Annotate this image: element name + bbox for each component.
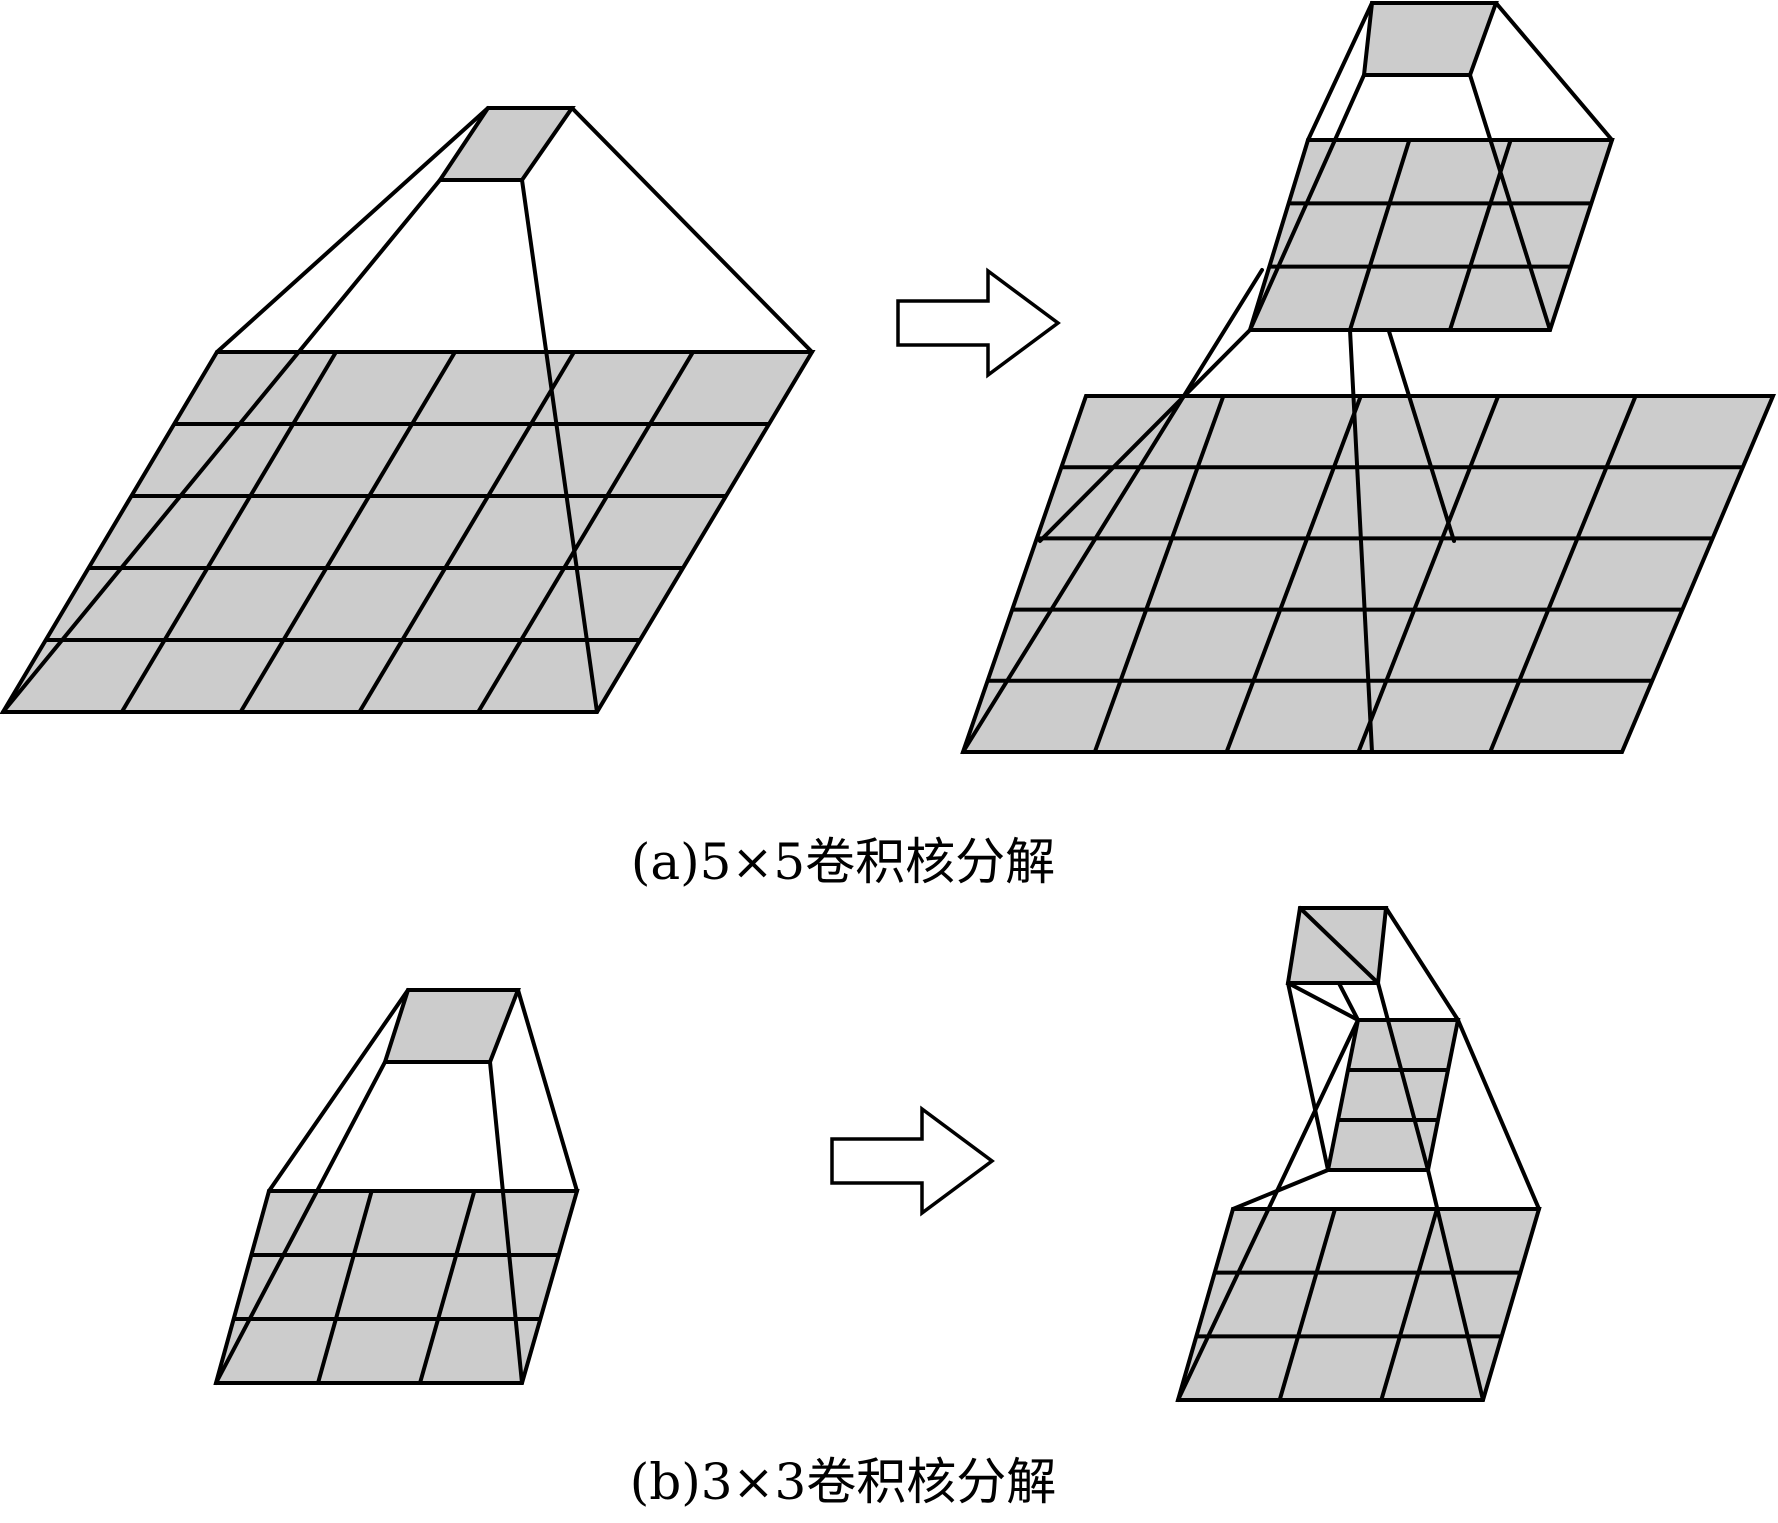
projection-line (1468, 73, 1552, 332)
panel-a-before-5x5-conv (0, 106, 816, 714)
output-unit (436, 106, 576, 182)
projection-line (215, 106, 490, 354)
projection-line (214, 1060, 387, 1385)
input-grid-5x5-col-line (1356, 395, 1501, 753)
input-grid-5x5-col-line (238, 350, 457, 714)
projection-line (1426, 1168, 1485, 1402)
input-grid-5x5-col-line (1224, 395, 1363, 753)
projection-line (1176, 1018, 1360, 1402)
input-grid-5x5 (0, 350, 816, 714)
output-unit (382, 988, 521, 1064)
projection-line (1494, 1, 1614, 142)
projection-line (488, 1060, 524, 1385)
projection-line (1, 178, 442, 714)
projection-line (1248, 73, 1366, 332)
input-grid-3x3-col-line (1277, 1208, 1337, 1401)
projection-line (520, 178, 599, 714)
projection-line (1298, 906, 1380, 985)
right-arrow-icon (896, 267, 1061, 379)
arrow-shape (830, 1105, 995, 1217)
panel-a-after-two-3x3-convs (960, 1, 1777, 754)
input-grid-3x3 (213, 1189, 580, 1385)
input-grid-5x5-col-line (1488, 395, 1638, 753)
right-arrow-icon (830, 1105, 995, 1217)
projection-line (1348, 328, 1374, 754)
projection-line (1306, 1, 1374, 142)
projection-line (1286, 981, 1330, 1172)
input-grid-5x5-col-line (476, 350, 695, 714)
intermediate-grid-3x3 (1247, 138, 1615, 332)
panel-b-after-1x3-3x1-convs (1175, 906, 1542, 1402)
input-grid-3x3 (1175, 1207, 1542, 1402)
projection-line (1456, 1018, 1541, 1211)
projection-line (1038, 328, 1252, 543)
input-grid-3x3-col-line (418, 1190, 477, 1384)
input-grid-5x5-col-line (357, 350, 576, 714)
caption-b: (b)3×3卷积核分解 (629, 1453, 1057, 1511)
output-unit (1361, 1, 1499, 77)
projection-line (516, 988, 579, 1193)
projection-line (1286, 981, 1360, 1022)
input-grid-3x3-col-line (1379, 1208, 1439, 1401)
projection-line (1384, 906, 1460, 1022)
input-grid-3x3-col-line (316, 1190, 374, 1384)
projection-line (1231, 1168, 1330, 1211)
panel-b-before-3x3-conv (213, 988, 580, 1385)
input-grid-5x5-col-line (1092, 395, 1226, 753)
intermediate-grid-3x3-col-line (1348, 139, 1412, 331)
input-grid-5x5-col-line (120, 350, 338, 714)
projection-line (570, 106, 814, 354)
arrow-shape (896, 267, 1061, 379)
input-grid-5x5 (960, 394, 1777, 754)
projection-line (267, 988, 410, 1193)
projection-line (961, 268, 1264, 754)
projection-line (1376, 981, 1430, 1172)
caption-a: (a)5×5卷积核分解 (630, 833, 1056, 891)
